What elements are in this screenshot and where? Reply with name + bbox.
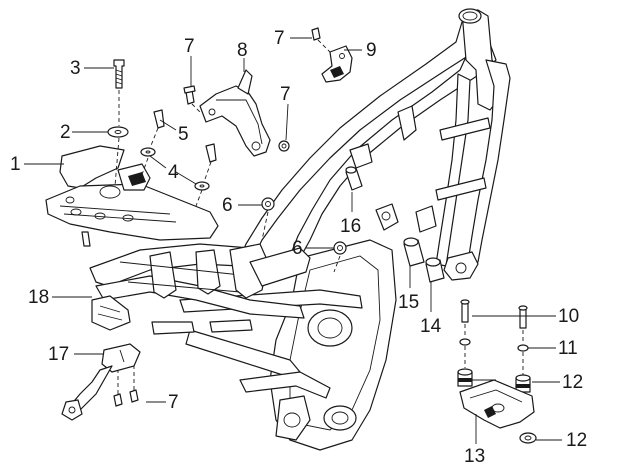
callout-1: 1 [10,154,21,175]
callout-12b: 12 [566,430,587,451]
grommet-part-6b [333,241,347,255]
bolt-part-5b [205,143,217,163]
callout-11: 11 [558,338,578,359]
callout-8: 8 [237,40,248,61]
callout-10: 10 [558,306,579,327]
main-frame [89,8,511,451]
grommet-part-6a [261,197,275,211]
collar-part-14 [425,257,445,283]
callout-13: 13 [464,446,485,467]
callout-9: 9 [366,40,377,61]
callout-7d: 7 [168,392,179,413]
bolts-part-7d [113,389,139,407]
rubber-part-12a [457,368,473,387]
callout-2: 2 [60,122,71,143]
washer-part-11a [459,338,471,346]
callout-7b: 7 [280,84,291,105]
mount-bracket-part-13 [459,379,535,429]
bolt-part-10b [518,305,528,329]
screw-part-7c [311,27,321,41]
collar-part-16 [345,166,363,191]
bolt-part-7a [183,85,196,105]
bolt-part-3 [113,59,125,89]
callout-4: 4 [168,162,179,183]
callout-labels: 1 2 3 4 5 6 6 7 7 7 7 8 9 10 11 12 12 13… [10,28,587,467]
washer-part-4a [140,147,156,157]
callout-15: 15 [398,292,419,313]
collar-part-15 [403,237,425,267]
callout-12a: 12 [562,372,583,393]
bolt-part-10a [460,299,470,323]
bracket-part-9 [321,45,353,83]
washer-part-11b [517,344,529,352]
callout-7c: 7 [274,28,285,49]
rubber-part-12b [515,374,531,393]
nut-part-7b [278,140,290,152]
washer-part-2 [107,126,129,138]
cover-bracket-part-8 [199,69,271,157]
bracket-part-17 [61,343,141,421]
callout-14: 14 [420,316,442,337]
rear-carrier-part-1 [45,145,219,247]
callout-7a: 7 [184,36,195,57]
callout-6a: 6 [222,195,233,216]
callout-3: 3 [70,58,81,79]
callout-16: 16 [340,216,361,237]
callout-6b: 6 [292,238,303,259]
callout-5: 5 [178,124,189,145]
leader-lines [24,37,562,444]
callout-18: 18 [28,287,49,308]
bolt-part-5a [153,109,165,129]
callout-17: 17 [48,344,69,365]
rubber-part-12c [519,432,537,444]
washer-part-4b [194,181,210,191]
